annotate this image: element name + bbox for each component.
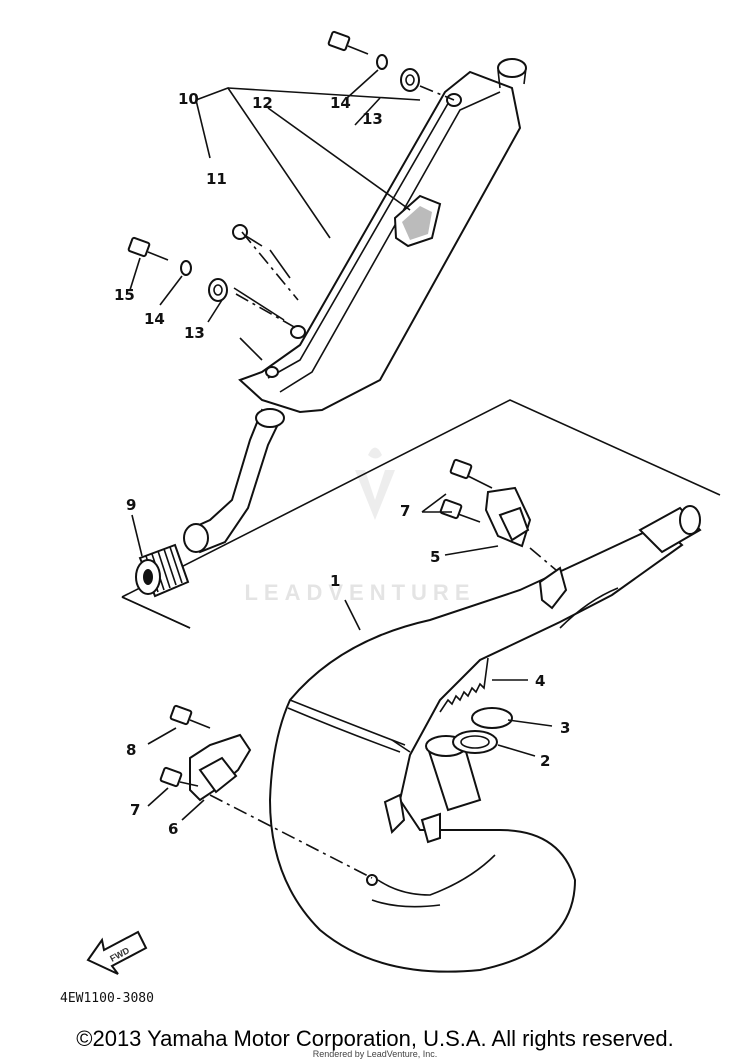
callout-13-left: 13 xyxy=(184,324,205,342)
diagram-code: 4EW1100-3080 xyxy=(60,991,154,1006)
callout-13-top: 13 xyxy=(362,110,383,128)
silencer xyxy=(238,58,527,414)
reference-line xyxy=(209,794,373,879)
callout-14-top: 14 xyxy=(330,94,351,112)
fwd-arrow: FWD xyxy=(86,930,148,975)
reference-line xyxy=(235,293,297,329)
callout-10: 10 xyxy=(178,90,199,108)
gasket xyxy=(452,730,498,754)
o-ring xyxy=(471,707,513,729)
bracket-lower xyxy=(159,704,252,802)
silencer-fasteners xyxy=(127,30,420,302)
watermark: LEADVENTURE xyxy=(244,447,475,605)
callout-2: 2 xyxy=(540,752,550,770)
callout-6: 6 xyxy=(168,820,178,838)
callout-7-lower: 7 xyxy=(130,801,140,819)
callout-15: 15 xyxy=(114,286,135,304)
callout-11: 11 xyxy=(206,170,227,188)
silencer-pipe xyxy=(183,408,285,554)
callout-4: 4 xyxy=(535,672,545,690)
leader-lines xyxy=(121,69,553,821)
bracket-upper xyxy=(439,458,532,548)
callout-12: 12 xyxy=(252,94,273,112)
callout-9: 9 xyxy=(126,496,136,514)
watermark-text: LEADVENTURE xyxy=(244,580,475,605)
reference-line xyxy=(241,231,299,301)
reference-line xyxy=(529,547,557,571)
callout-8: 8 xyxy=(126,741,136,759)
callout-1: 1 xyxy=(330,572,340,590)
joint-coupler xyxy=(135,543,190,598)
callout-5: 5 xyxy=(430,548,440,566)
rendered-by-note: Rendered by LeadVenture, Inc. xyxy=(312,1049,438,1059)
copyright-notice: ©2013 Yamaha Motor Corporation, U.S.A. A… xyxy=(76,1026,674,1051)
callout-7-upper: 7 xyxy=(400,502,410,520)
callout-14-left: 14 xyxy=(144,310,165,328)
reference-line xyxy=(419,85,455,101)
spring xyxy=(439,657,489,713)
callout-3: 3 xyxy=(560,719,570,737)
